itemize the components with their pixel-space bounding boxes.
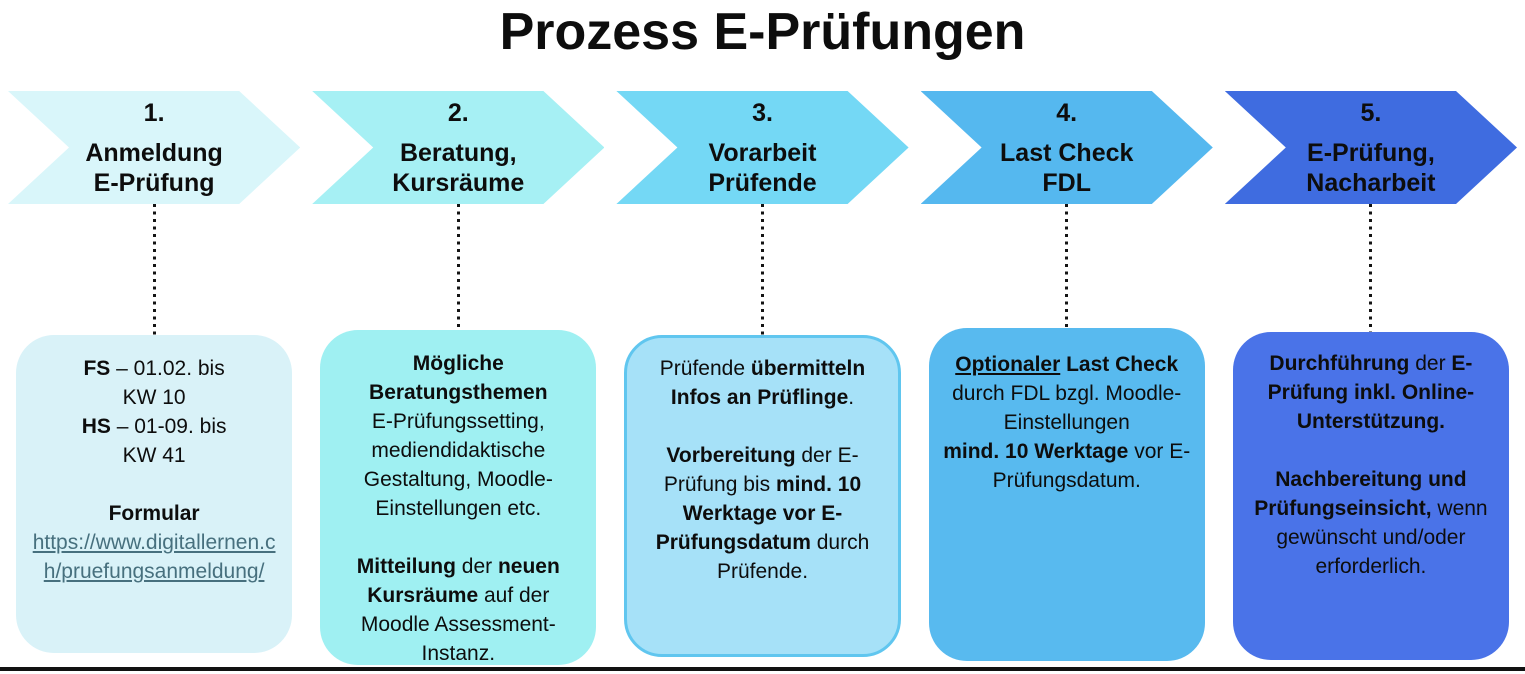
step-column-4: 4. Last Check FDL Optionaler Last Check … [921,91,1213,665]
dotted-connector [152,204,156,335]
dotted-connector [456,204,460,330]
step-number: 2. [447,99,469,127]
step-detail-text: FS – 01.02. bis KW 10 HS – 01-09. bis KW… [32,357,276,583]
dotted-connector [1065,204,1069,328]
step-4-chevron: 4. Last Check FDL [921,91,1213,204]
step-5-chevron: 5. E-Prüfung, Nacharbeit [1225,91,1517,204]
step-3-detail-box: Prüfende übermitteln Infos an Prüflinge.… [624,335,901,657]
step-column-3: 3. Vorarbeit Prüfende Prüfende übermitte… [616,91,908,665]
step-column-2: 2. Beratung, Kursräume Mögliche Beratung… [312,91,604,665]
step-1-chevron: 1. Anmeldung E-Prüfung [8,91,300,204]
step-number: 5. [1360,99,1382,127]
steps-row: 1. Anmeldung E-Prüfung FS – 01.02. bis K… [8,91,1517,665]
step-2-chevron: 2. Beratung, Kursräume [312,91,604,204]
step-5-detail-box: Durchführung der E-Prüfung inkl. Online-… [1232,332,1510,660]
step-column-1: 1. Anmeldung E-Prüfung FS – 01.02. bis K… [8,91,300,665]
dotted-connector [1369,204,1373,332]
formular-link[interactable]: https://www.digitallernen.ch/pruefungsan… [32,531,276,583]
step-title: Last Check FDL [1000,139,1134,197]
step-detail-text: Mögliche Beratungsthemen E-Prüfungssetti… [356,352,560,665]
step-column-5: 5. E-Prüfung, Nacharbeit Durchführung de… [1225,91,1517,665]
step-number: 4. [1056,99,1078,127]
step-detail-text: Prüfende übermitteln Infos an Prüflinge.… [655,357,870,583]
step-1-detail-box: FS – 01.02. bis KW 10 HS – 01-09. bis KW… [16,335,293,653]
step-title: Anmeldung E-Prüfung [85,139,223,197]
step-3-chevron: 3. Vorarbeit Prüfende [616,91,908,204]
page-title: Prozess E-Prüfungen [499,3,1026,61]
step-4-detail-box: Optionaler Last Check durch FDL bzgl. Mo… [928,328,1205,661]
step-2-detail-box: Mögliche Beratungsthemen E-Prüfungssetti… [320,330,597,665]
step-number: 3. [752,99,773,127]
step-number: 1. [143,99,165,127]
step-title: Vorarbeit Prüfende [708,139,817,197]
step-detail-text: Durchführung der E-Prüfung inkl. Online-… [1254,352,1488,578]
step-title: Beratung, Kursräume [392,139,525,197]
bottom-divider [0,667,1525,671]
step-detail-text: Optionaler Last Check durch FDL bzgl. Mo… [943,353,1191,492]
step-title: E-Prüfung, Nacharbeit [1306,139,1436,197]
dotted-connector [761,204,764,335]
